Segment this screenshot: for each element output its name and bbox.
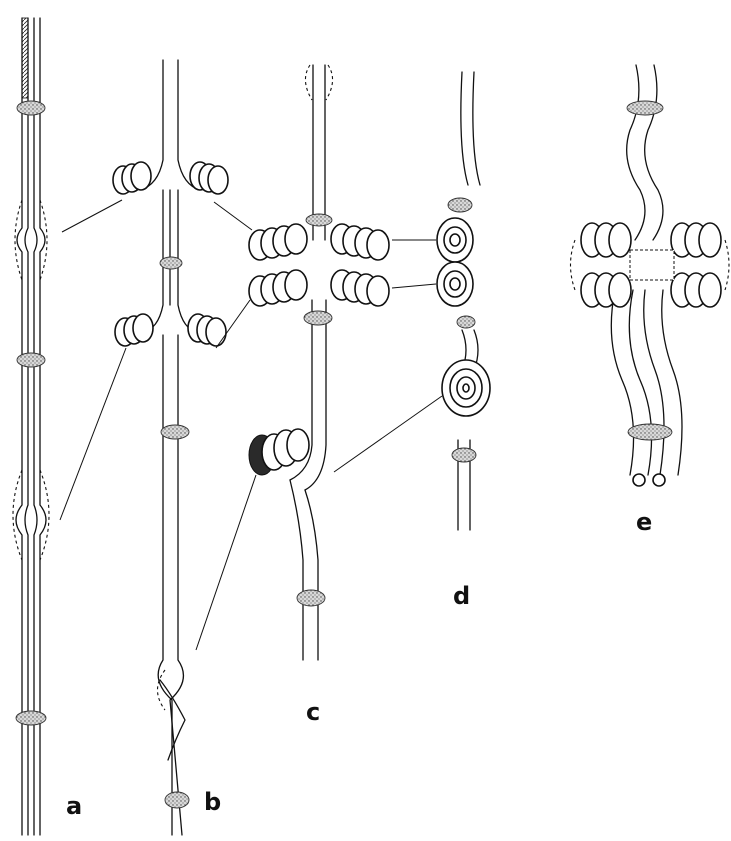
panel-b-coil-left-lower	[115, 314, 153, 346]
panel-e: e	[571, 65, 730, 536]
panel-b: b	[113, 60, 228, 835]
panel-b-coil-right-upper	[190, 162, 228, 194]
panel-label-d: d	[453, 582, 470, 610]
panel-c-coil-row-upper	[249, 224, 389, 260]
panel-label-e: e	[636, 508, 652, 536]
panel-label-b: b	[204, 788, 221, 816]
panel-d-spiral-3	[442, 360, 490, 416]
panel-label-c: c	[306, 698, 320, 726]
panel-d: d	[437, 72, 490, 610]
panel-d-spiral-1	[437, 218, 473, 262]
panel-d-spiral-2	[437, 262, 473, 306]
panel-c-coil-row-lower	[249, 270, 389, 306]
panel-c-coil-single	[249, 429, 309, 475]
panel-b-coil-left-upper	[113, 162, 151, 194]
panel-a: a	[13, 18, 82, 835]
panel-c: c	[249, 65, 389, 726]
connector-lines	[60, 200, 442, 650]
panel-label-a: a	[66, 792, 82, 820]
